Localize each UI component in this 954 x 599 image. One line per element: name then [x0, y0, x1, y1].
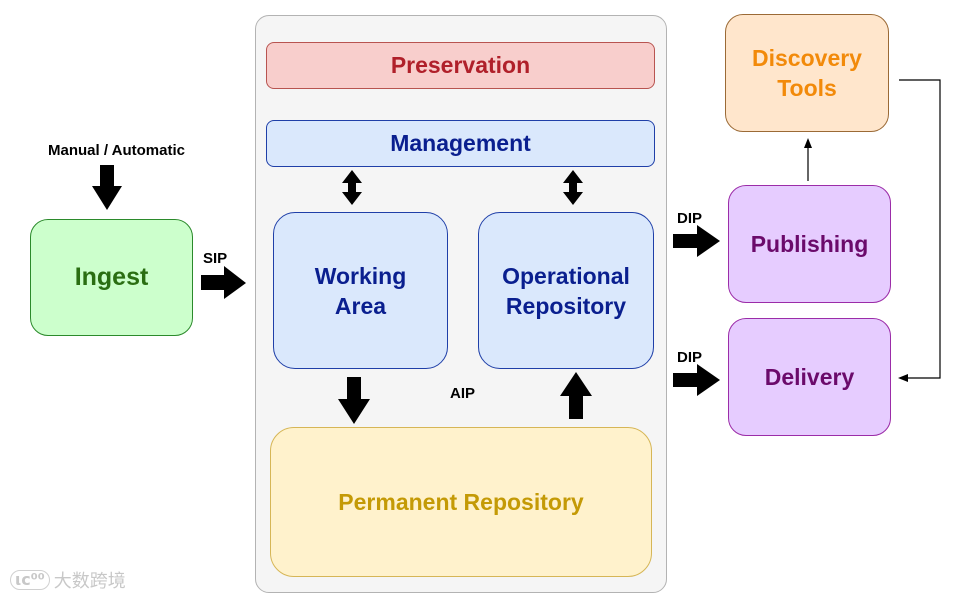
discovery-delivery-connector — [899, 79, 941, 379]
working-area-label: Working Area — [314, 262, 407, 319]
dip-publishing-arrow — [673, 225, 720, 257]
management-box: Management — [266, 120, 655, 167]
delivery-box: Delivery — [728, 318, 891, 436]
input-arrow-down — [92, 165, 122, 210]
watermark-text: 大数跨境 — [53, 571, 126, 592]
operational-repository-label: Operational Repository — [502, 262, 630, 319]
watermark: ιϲ⁰⁰ 大数跨境 — [10, 567, 126, 593]
publishing-label: Publishing — [750, 230, 869, 257]
discovery-tools-box: Discovery Tools — [725, 14, 889, 132]
ingest-box: Ingest — [30, 219, 193, 336]
aip-label: AIP — [450, 385, 476, 402]
ingest-label: Ingest — [74, 263, 149, 291]
manual-automatic-label: Manual / Automatic — [48, 142, 185, 159]
dip-delivery-label: DIP — [677, 349, 703, 366]
permanent-repository-box: Permanent Repository — [270, 427, 652, 577]
discovery-tools-label: Discovery Tools — [752, 45, 862, 101]
sip-label: SIP — [203, 250, 228, 267]
preservation-label: Preservation — [390, 52, 531, 78]
preservation-box: Preservation — [266, 42, 655, 89]
publishing-discovery-arrowhead — [804, 138, 812, 148]
delivery-label: Delivery — [764, 363, 855, 390]
permanent-repository-label: Permanent Repository — [338, 488, 584, 515]
discovery-delivery-arrowhead — [898, 374, 908, 382]
sip-arrow — [201, 266, 246, 299]
watermark-logo-icon: ιϲ⁰⁰ — [10, 570, 50, 590]
dip-publishing-label: DIP — [677, 210, 703, 227]
dip-delivery-arrow — [673, 364, 720, 396]
operational-repository-box: Operational Repository — [478, 212, 654, 369]
working-area-box: Working Area — [273, 212, 448, 369]
management-label: Management — [390, 130, 531, 156]
publishing-box: Publishing — [728, 185, 891, 303]
